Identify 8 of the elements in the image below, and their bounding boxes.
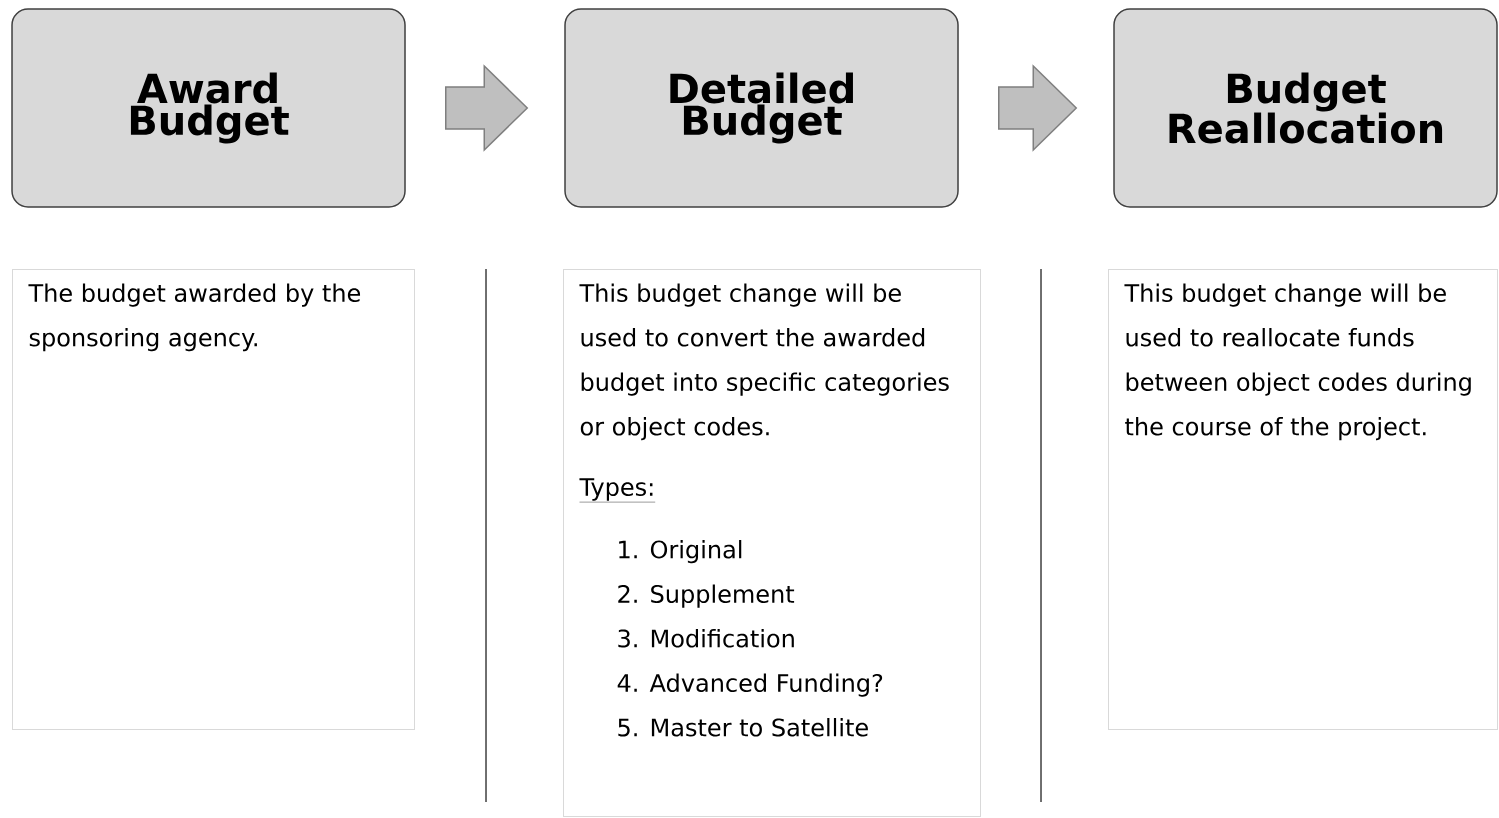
heading-box: Detailed Budget [564,8,959,208]
heading-box: Award Budget [11,8,406,208]
heading-box: Budget Reallocation [1113,8,1498,208]
description-box: This budget change will be used to convert the awarded budget into specific categories or object codes. Types: 1. Original 2. Supplement 3. Modification 4. Advanced Funding? 5. Master to Satellite [563,269,981,817]
description-box: The budget awarded by the sponsoring agency. [12,269,415,730]
block-arrow [998,64,1078,152]
description-box: This budget change will be used to reallocate funds between object codes during the course of the project. [1108,269,1498,730]
block-arrow [445,64,529,152]
